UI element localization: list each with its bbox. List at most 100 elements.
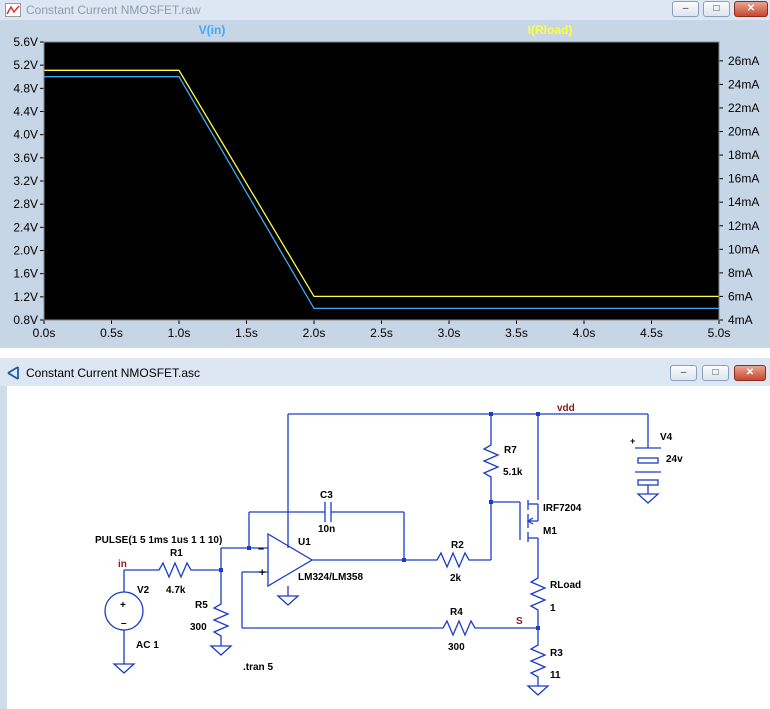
rload-name: RLoad — [550, 580, 581, 591]
schematic-titlebar[interactable]: Constant Current NMOSFET.asc – □ ✕ — [0, 358, 770, 386]
ground-symbol[interactable] — [276, 595, 300, 606]
v4-name: V4 — [660, 432, 673, 443]
x-tick-label: 4.5s — [640, 326, 663, 340]
junction-dot — [247, 546, 251, 550]
y-right-tick-label: 10mA — [728, 242, 759, 256]
r4-name: R4 — [450, 607, 463, 618]
y-right-tick-label: 16mA — [728, 172, 759, 186]
x-tick-label: 3.5s — [505, 326, 528, 340]
rload-value: 1 — [550, 603, 556, 614]
junction-dot — [489, 500, 493, 504]
u1-name: U1 — [298, 537, 311, 548]
y-left-tick-label: 3.2V — [13, 174, 38, 188]
v4-value: 24v — [666, 454, 683, 465]
plot-border — [43, 41, 720, 321]
minimize-button[interactable]: – — [672, 1, 699, 17]
schematic-window: Constant Current NMOSFET.asc – □ ✕ — [0, 358, 770, 709]
u1-value: LM324/LM358 — [298, 572, 363, 583]
y-left-tick-label: 4.0V — [13, 128, 38, 142]
battery-v4-plate4[interactable] — [637, 479, 659, 486]
schematic-window-title: Constant Current NMOSFET.asc — [26, 366, 201, 380]
x-tick-label: 1.5s — [235, 326, 258, 340]
m1-name: M1 — [543, 526, 557, 537]
x-tick-label: 2.5s — [370, 326, 393, 340]
y-right-tick-label: 26mA — [728, 54, 759, 68]
r2-value: 2k — [450, 573, 462, 584]
ground-symbol[interactable] — [526, 685, 550, 696]
y-left-tick-label: 2.8V — [13, 197, 38, 211]
ground-symbol[interactable] — [209, 645, 233, 656]
x-tick-label: 0.0s — [33, 326, 56, 340]
close-button[interactable]: ✕ — [734, 1, 768, 17]
y-right-tick-label: 22mA — [728, 101, 759, 115]
resistor-r5[interactable] — [212, 600, 230, 646]
junction-dot — [219, 568, 223, 572]
y-right-tick-label: 20mA — [728, 125, 759, 139]
restore-button[interactable]: □ — [703, 1, 730, 17]
y-right-tick-label: 24mA — [728, 77, 759, 91]
trace-irload — [44, 69, 719, 298]
opamp-plus-sign: + — [259, 567, 265, 579]
r1-value: 4.7k — [166, 585, 186, 596]
pulse-directive[interactable]: PULSE(1 5 1ms 1us 1 1 10) — [95, 535, 222, 546]
minimize-button[interactable]: – — [670, 365, 697, 381]
junction-dot — [536, 412, 540, 416]
opamp-minus-sign: – — [258, 543, 264, 555]
resistor-r1[interactable] — [154, 561, 221, 579]
waveform-icon — [5, 3, 21, 17]
restore-button[interactable]: □ — [702, 365, 729, 381]
tran-directive[interactable]: .tran 5 — [243, 662, 273, 673]
y-left-tick-label: 5.2V — [13, 58, 38, 72]
opamp-u1[interactable] — [267, 532, 314, 588]
y-right-tick-label: 18mA — [728, 148, 759, 162]
r5-name: R5 — [195, 600, 208, 611]
net-label-s: S — [516, 616, 523, 627]
y-left-tick-label: 0.8V — [13, 313, 38, 327]
net-label-in: in — [118, 559, 127, 570]
r3-name: R3 — [550, 648, 563, 659]
v2-value: AC 1 — [136, 640, 159, 651]
net-label-vdd: vdd — [557, 403, 575, 414]
junction-dot — [536, 626, 540, 630]
y-left-tick-label: 1.2V — [13, 290, 38, 304]
c3-name: C3 — [320, 490, 333, 501]
x-tick-label: 2.0s — [303, 326, 326, 340]
resistor-r7[interactable] — [482, 440, 500, 502]
junction-dot — [489, 412, 493, 416]
x-tick-label: 4.0s — [573, 326, 596, 340]
ground-symbol[interactable] — [636, 493, 660, 504]
r2-name: R2 — [451, 540, 464, 551]
y-right-tick-label: 14mA — [728, 195, 759, 209]
trace-vin — [44, 76, 719, 310]
resistor-r4[interactable] — [438, 619, 538, 637]
resistor-r2[interactable] — [404, 551, 491, 569]
v2-minus-sign: – — [121, 618, 127, 629]
resistor-r3[interactable] — [529, 640, 547, 686]
close-button[interactable]: ✕ — [734, 365, 766, 381]
trace-label-irload[interactable]: I(Rload) — [528, 23, 573, 37]
trace-label-vin[interactable]: V(in) — [199, 23, 226, 37]
battery-v4-plate2[interactable] — [637, 457, 659, 464]
mosfet-arrow[interactable] — [526, 517, 534, 525]
r1-name: R1 — [170, 548, 183, 559]
ground-symbol[interactable] — [112, 663, 136, 674]
m1-model: IRF7204 — [543, 503, 582, 514]
v2-name: V2 — [137, 585, 150, 596]
x-tick-label: 5.0s — [708, 326, 731, 340]
waveform-titlebar[interactable]: Constant Current NMOSFET.raw – □ ✕ — [0, 0, 770, 20]
plot-area[interactable] — [44, 42, 719, 320]
junction-dot — [402, 558, 406, 562]
x-tick-label: 0.5s — [100, 326, 123, 340]
v2-plus-sign: + — [120, 600, 126, 611]
schematic-canvas[interactable]: vdd in S PULSE(1 5 1ms 1us 1 1 10) .tran… — [7, 386, 770, 709]
waveform-window-title: Constant Current NMOSFET.raw — [26, 3, 201, 17]
resistor-rload[interactable] — [529, 572, 547, 628]
c3-value: 10n — [318, 524, 335, 535]
ltspice-icon — [7, 366, 19, 380]
y-left-tick-label: 2.4V — [13, 220, 38, 234]
y-right-tick-label: 6mA — [728, 289, 753, 303]
window-gap — [0, 348, 770, 358]
y-left-tick-label: 4.8V — [13, 81, 38, 95]
